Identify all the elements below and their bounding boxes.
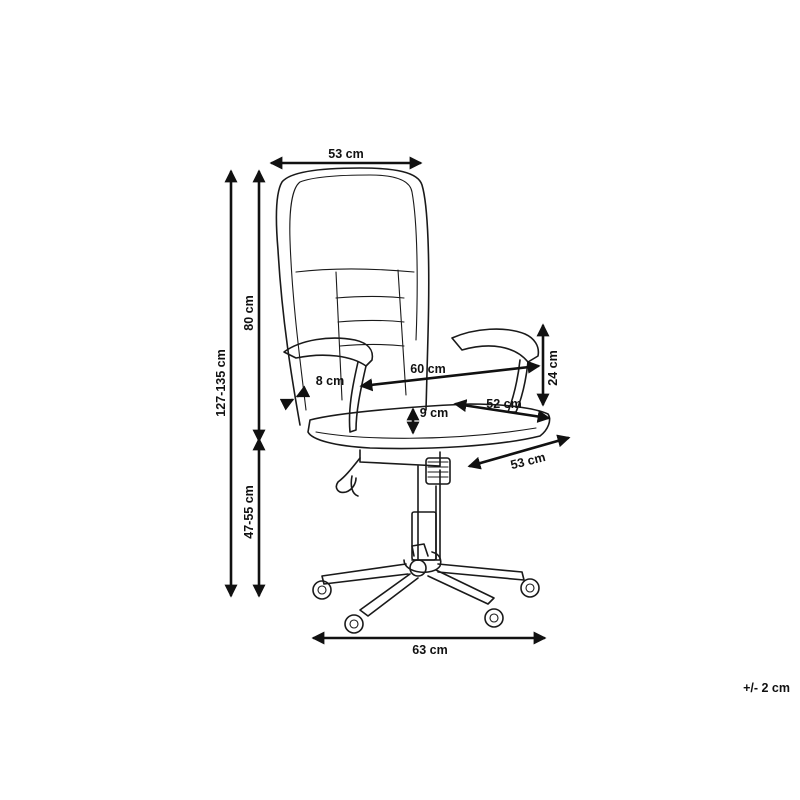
label-seat-depth: 52 cm	[486, 397, 521, 411]
seat-seam	[315, 427, 537, 439]
caster-right	[520, 578, 540, 598]
base-leg-left	[321, 563, 409, 585]
caster-front-right	[484, 608, 504, 628]
label-seat-height: 47-55 cm	[242, 485, 256, 539]
dim-arrow-arm-pad-left	[295, 385, 311, 398]
tolerance-note: +/- 2 cm	[743, 681, 790, 695]
label-backrest-height: 80 cm	[242, 295, 256, 330]
left-armrest	[283, 337, 374, 367]
seat-mechanism	[359, 449, 441, 467]
caster-front-left	[344, 614, 364, 634]
backrest-stitch-3	[337, 319, 405, 323]
tilt-lever	[335, 457, 361, 494]
backrest-panel	[289, 174, 418, 411]
label-arm-height: 24 cm	[546, 350, 560, 385]
backrest-stitch-2	[335, 295, 405, 299]
base-leg-front-right	[427, 569, 495, 605]
dim-arrow-arm-pad-right	[279, 398, 295, 411]
base-leg-back	[411, 543, 429, 557]
label-seat-thickness: 9 cm	[420, 406, 449, 420]
label-arm-pad: 8 cm	[316, 374, 345, 388]
base-leg-right	[437, 563, 525, 581]
dim-arrow-seat-width	[467, 434, 571, 470]
right-armrest	[451, 328, 540, 363]
backrest-stitch-4	[339, 343, 405, 347]
label-total-height: 127-135 cm	[214, 349, 228, 416]
height-lever	[350, 475, 359, 497]
left-arm-support	[348, 361, 367, 433]
caster-left	[312, 580, 332, 600]
gas-lift-ribs	[427, 461, 449, 478]
seat-cushion	[307, 403, 551, 450]
dimension-lines	[224, 156, 571, 645]
label-backrest-width: 53 cm	[328, 147, 363, 161]
gas-lift-cover	[425, 457, 451, 485]
caster-back	[409, 559, 427, 577]
gas-lift-sleeve	[411, 511, 437, 561]
label-arm-span: 60 cm	[410, 362, 445, 376]
backrest-center-stitch-2	[397, 269, 407, 396]
backrest-center-stitch	[335, 271, 343, 401]
backrest-outline	[275, 167, 430, 426]
backrest-stitch-1	[295, 268, 415, 273]
base-leg-front-left	[359, 573, 419, 617]
dimension-labels: 53 cm 127-135 cm 80 cm 47-55 cm 24 cm 60…	[214, 147, 790, 695]
label-base-width: 63 cm	[412, 643, 447, 657]
dim-arrow-arm-span	[359, 360, 541, 392]
dim-arrow-seat-depth	[453, 399, 551, 423]
